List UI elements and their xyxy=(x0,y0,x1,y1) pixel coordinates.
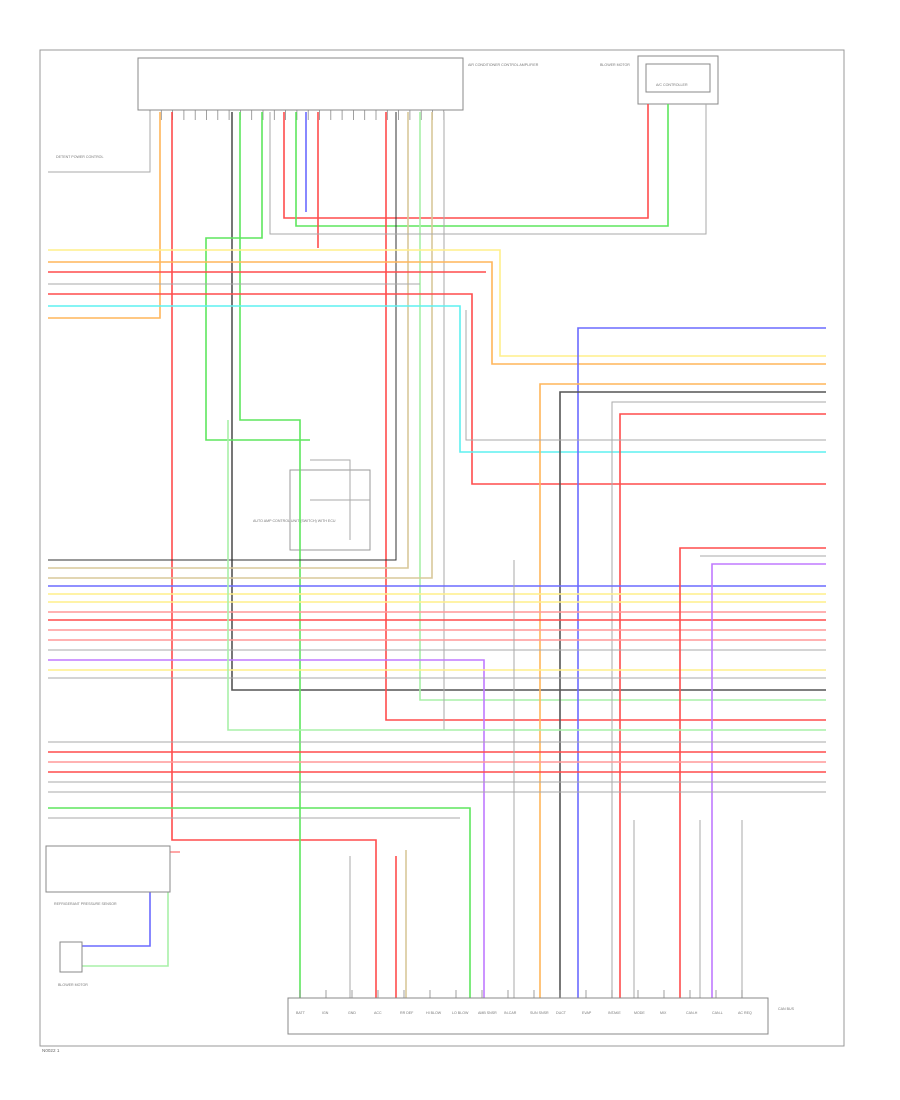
bottom-pin-label: MODE xyxy=(634,1011,645,1015)
diagram-frame xyxy=(39,49,845,1047)
wire-14 xyxy=(419,112,826,701)
top-connector-block xyxy=(137,57,464,111)
bottom-connector-pins: BATT IGN GND ACC RR DEF HI BLOW LO BLOW AMB SNS… xyxy=(296,990,752,1015)
bottom-pin-label: IN-CAR xyxy=(504,1011,517,1015)
top-connector-pins xyxy=(149,110,445,120)
wire-19 xyxy=(48,261,826,365)
left-lower-module-label: REFRIGERANT PRESSURE SENSOR xyxy=(54,902,117,906)
bottom-pin-label: IGN xyxy=(322,1011,329,1015)
wire-8 xyxy=(295,104,669,227)
wire-52 xyxy=(227,420,826,731)
bottom-connector-block xyxy=(287,997,769,1035)
wire-16 xyxy=(443,112,826,731)
bottom-pin-label: CAN-L xyxy=(712,1011,723,1015)
wire-5 xyxy=(239,112,301,998)
wire-23 xyxy=(48,305,826,453)
wire-25 xyxy=(539,383,826,998)
bottom-pin-label: DUCT xyxy=(556,1011,567,1015)
wire-38 xyxy=(48,659,485,998)
wire-2 xyxy=(171,112,377,998)
wire-50 xyxy=(48,807,471,998)
wire-harness xyxy=(48,104,826,998)
wire-41 xyxy=(679,547,826,998)
bottom-pin-label: EVAP xyxy=(582,1011,592,1015)
wire-4 xyxy=(231,112,826,691)
bottom-right-tag: CAN BUS xyxy=(778,1007,795,1011)
top-right-module-label: A/C CONTROLLER xyxy=(656,83,688,87)
wire-15 xyxy=(48,112,433,579)
top-connector-label: AIR CONDITIONER CONTROL AMPLIFIER xyxy=(468,63,539,67)
top-right-module-inner xyxy=(645,63,711,93)
top-right-side-label: BLOWER MOTOR xyxy=(600,63,630,67)
bottom-pin-label: HI BLOW xyxy=(426,1011,442,1015)
wire-26 xyxy=(559,391,826,998)
left-bottom-box xyxy=(59,941,83,973)
wire-12 xyxy=(48,112,397,561)
wire-24 xyxy=(577,327,826,998)
bottom-pin-label: AMB SNSR xyxy=(478,1011,497,1015)
bottom-pin-label: LO BLOW xyxy=(452,1011,469,1015)
footer-code: N0022 1 xyxy=(42,1048,60,1053)
bottom-pin-label: AC REQ xyxy=(738,1011,752,1015)
left-relay-label: DETENT POWER CONTROL xyxy=(56,155,103,159)
wire-13 xyxy=(48,112,409,569)
bottom-pin-label: ACC xyxy=(374,1011,382,1015)
bottom-pin-label: GND xyxy=(348,1011,356,1015)
center-module-box xyxy=(289,469,371,551)
wire-6 xyxy=(205,112,310,441)
bottom-pin-label: CAN-H xyxy=(686,1011,698,1015)
center-module-label: AUTO AMP CONTROL UNIT (SWITCH) WITH ECU xyxy=(253,519,336,523)
wire-42 xyxy=(711,563,826,998)
wire-3 xyxy=(48,112,151,173)
wire-18 xyxy=(48,249,826,357)
bottom-pin-label: INTAKE xyxy=(608,1011,621,1015)
wire-7 xyxy=(283,104,649,219)
wire-1 xyxy=(48,112,161,319)
wire-28 xyxy=(619,413,826,998)
wire-64 xyxy=(310,459,351,540)
bottom-pin-label: MIX xyxy=(660,1011,667,1015)
left-bottom-box-label: BLOWER MOTOR xyxy=(58,983,88,987)
left-lower-module xyxy=(45,845,171,893)
bottom-pin-label: SUN SNSR xyxy=(530,1011,549,1015)
wire-27 xyxy=(611,401,826,998)
wire-29 xyxy=(465,310,826,441)
wire-11 xyxy=(385,112,826,721)
bottom-pin-label: BATT xyxy=(296,1011,306,1015)
wire-22 xyxy=(48,293,826,485)
bottom-pin-label: RR DEF xyxy=(400,1011,414,1015)
wire-17 xyxy=(269,104,707,235)
